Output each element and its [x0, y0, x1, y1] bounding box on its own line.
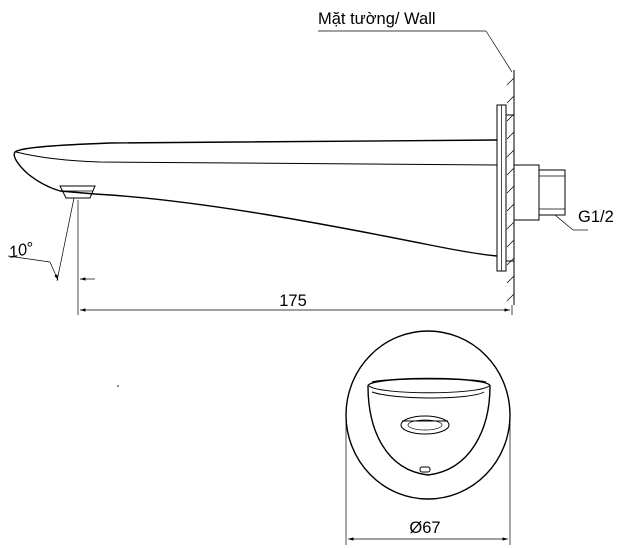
angle-label: 10° — [7, 239, 36, 262]
angle-annotation — [7, 197, 95, 282]
thread-leader-line — [554, 214, 574, 231]
diameter-label: Ø67 — [409, 519, 440, 537]
set-screw — [419, 466, 431, 473]
diameter-dimension — [345, 418, 511, 545]
length-dimension — [77, 282, 513, 315]
thread-connector — [513, 164, 566, 221]
wall-hatch — [506, 70, 515, 305]
wall-label: Mặt tường/ Wall — [318, 10, 436, 28]
spout-body — [13, 139, 498, 257]
aerator-outline — [400, 415, 450, 435]
thread-label: G1/2 — [578, 208, 614, 226]
wall-flange — [496, 104, 515, 272]
flange-outline — [345, 330, 511, 500]
front-view: Ø67 — [117, 330, 511, 545]
side-view: Mặt tường/ Wall G1/2 — [7, 10, 614, 315]
length-label: 175 — [279, 292, 307, 310]
spout-opening — [367, 377, 491, 476]
